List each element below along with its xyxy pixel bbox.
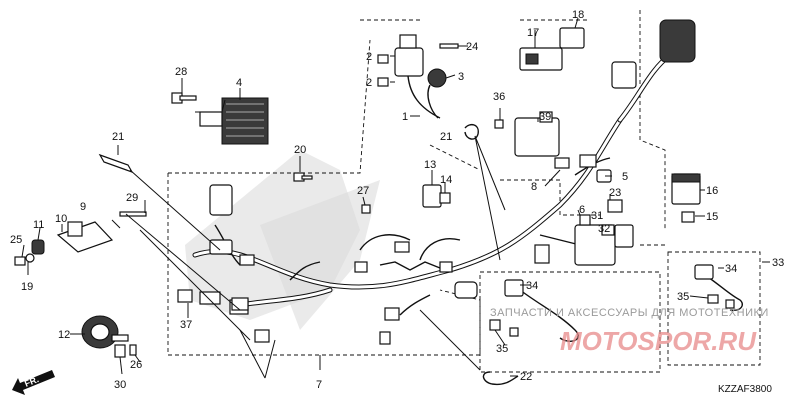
callout-14: 14 [440,174,452,186]
connector-15 [681,211,695,223]
clamp-21-left [98,153,134,174]
starter-relay-39 [494,111,560,157]
callout-5: 5 [622,171,628,183]
callout-34-lower: 34 [526,280,538,292]
callout-33: 33 [772,257,784,269]
sub-harness-33-34-35 [694,264,743,312]
callout-23: 23 [609,187,621,199]
spark-plug-cap-3 [427,68,447,119]
connector-6-31-32 [579,199,623,236]
callout-26: 26 [130,359,142,371]
callout-25: 25 [10,234,22,246]
callout-39: 39 [539,111,551,123]
callout-20: 20 [294,144,306,156]
callout-12: 12 [58,329,70,341]
callout-21: 21 [112,131,124,143]
callout-11: 11 [33,219,44,231]
callout-21-right: 21 [440,131,452,143]
callout-15: 15 [706,211,718,223]
callout-4: 4 [236,77,242,89]
frame-background-shading [185,150,380,330]
callout-9: 9 [80,201,86,213]
callout-18: 18 [572,9,584,21]
callout-7: 7 [316,379,322,391]
bolt-28 [171,92,197,104]
callout-3: 3 [458,71,464,83]
callout-29: 29 [126,192,138,204]
front-direction-arrow-icon: FR. [12,370,55,395]
callout-2-lower: 2 [366,77,372,89]
leader-lines [21,17,770,379]
callout-16: 16 [706,185,718,197]
battery-cable-terminal-top [611,19,696,89]
sub-harness-34-35-lower [489,279,579,342]
screw-20 [293,172,313,182]
callout-labels: 28 4 21 20 29 9 11 10 25 19 12 26 30 37 … [10,9,784,391]
clamp-22 [482,371,519,386]
bracket-9-10 [56,211,147,253]
callout-37: 37 [180,319,192,331]
regulator-rectifier [199,97,269,145]
callout-28: 28 [175,66,187,78]
horn-12 [81,315,137,358]
callout-22: 22 [520,371,532,383]
callout-35-right: 35 [677,291,689,303]
group-boundaries [167,10,761,373]
diagram-code: KZZAF3800 [718,384,772,395]
callout-30: 30 [114,379,126,391]
callout-1: 1 [402,111,408,123]
callout-34-right: 34 [725,263,737,275]
callout-27: 27 [357,185,369,197]
callout-13: 13 [424,159,436,171]
relay-17-18 [519,27,585,71]
callout-8: 8 [531,181,537,193]
collar-11-19-25 [14,239,45,266]
callout-10: 10 [55,213,67,225]
watermark-text: ЗАПЧАСТИ И АКСЕССУАРЫ ДЛЯ МОТОТЕХНИКИ [490,307,769,319]
callout-19: 19 [21,281,33,293]
callout-35-lower: 35 [496,343,508,355]
callout-32: 32 [598,223,610,235]
callout-31: 31 [591,210,603,222]
callout-2-upper: 2 [366,51,372,63]
callout-36: 36 [493,91,505,103]
watermark-logo: MOTOSPOR.RU [560,326,757,356]
callout-17: 17 [527,27,539,39]
callout-6: 6 [579,204,585,216]
fuse-box-connector-13-14 [422,184,451,208]
callout-24: 24 [466,41,478,53]
relay-16 [671,173,701,205]
bolt-27 [361,204,371,214]
clamp-21-right [464,123,479,140]
